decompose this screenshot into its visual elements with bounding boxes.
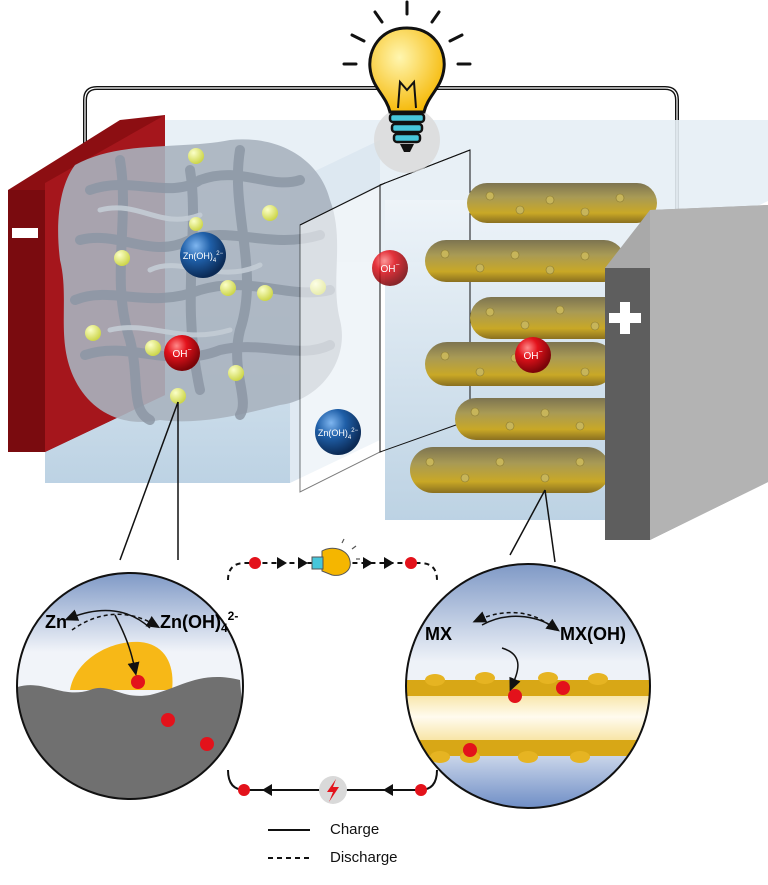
hydroxide-ion: OH− — [515, 337, 551, 373]
electron — [161, 713, 175, 727]
cathode-right-species: MX(OH) — [560, 624, 626, 644]
hydroxide-ion: OH− — [164, 335, 200, 371]
electron — [415, 784, 427, 796]
electron — [131, 675, 145, 689]
hydroxide-ion-label: OH− — [380, 262, 399, 275]
electron — [405, 557, 417, 569]
zinc-anode-network — [58, 139, 342, 425]
zincate-ion: Zn(OH)42− — [180, 232, 226, 278]
separator — [299, 149, 471, 493]
zincate-ion: Zn(OH)42− — [315, 409, 361, 455]
small-lightbulb-icon — [311, 538, 360, 576]
cathode-nanorods — [410, 183, 657, 493]
electron — [463, 743, 477, 757]
anode-left-species: Zn — [45, 612, 67, 632]
negative-terminal-sign — [12, 228, 38, 238]
hydroxide-ion-label: OH− — [523, 349, 542, 362]
anode-zoom-circle: Zn Zn(OH)42- — [16, 572, 244, 800]
positive-terminal-sign — [609, 302, 641, 334]
charge-circuit — [227, 769, 438, 804]
electron — [249, 557, 261, 569]
cathode-zoom-circle: MX MX(OH) — [405, 563, 651, 809]
legend-charge-label: Charge — [330, 821, 380, 838]
electron — [200, 737, 214, 751]
lightning-icon — [319, 776, 347, 804]
zincate-ion-label: Zn(OH)42− — [318, 428, 359, 441]
hydroxide-ion: OH− — [372, 250, 408, 286]
legend-discharge-label: Discharge — [330, 849, 398, 866]
electron — [556, 681, 570, 695]
lightbulb-icon — [342, 0, 472, 173]
hydroxide-ion-label: OH− — [172, 347, 191, 360]
electron — [238, 784, 250, 796]
zincate-ion-label: Zn(OH)42− — [183, 251, 224, 264]
positive-electrode — [605, 205, 768, 540]
cathode-left-species: MX — [425, 624, 452, 644]
anode-right-species: Zn(OH)42- — [160, 609, 238, 635]
discharge-circuit — [227, 538, 438, 581]
electron — [508, 689, 522, 703]
